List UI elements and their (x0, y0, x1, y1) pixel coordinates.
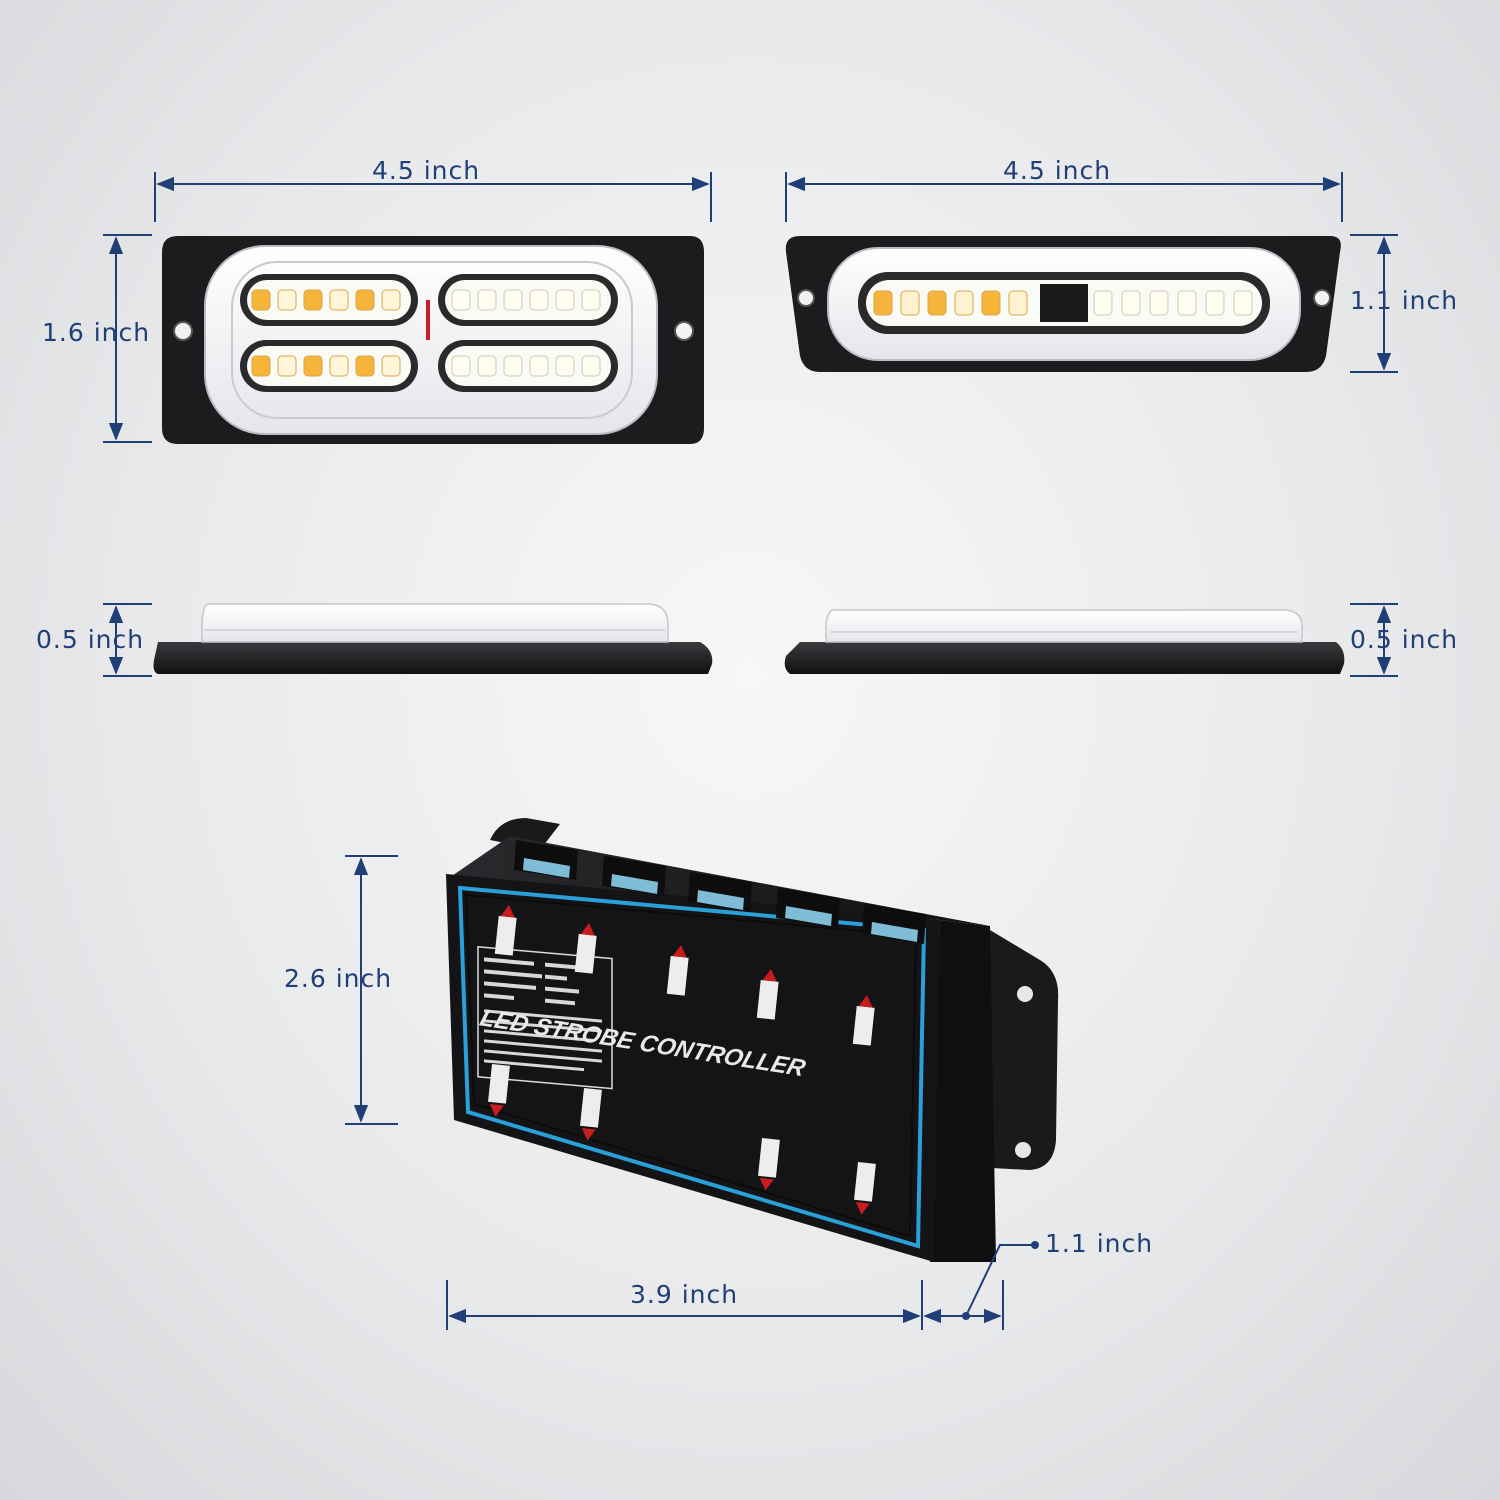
led-chip (329, 355, 349, 377)
led-chip (529, 289, 549, 311)
led-chip (1205, 290, 1225, 316)
output-tag (574, 933, 597, 974)
mount-hole-icon (1015, 1142, 1031, 1158)
connector-pin-block (871, 922, 918, 942)
led-chip (1008, 290, 1028, 316)
controller-height-dimension-lines (345, 855, 398, 1125)
controller-width-label: 3.9 inch (630, 1280, 739, 1309)
spec-text-block (484, 957, 602, 1072)
led-chip (303, 355, 323, 377)
led-strobe-controller: LED STROBE CONTROLLER (446, 818, 1059, 1262)
led-chip (303, 289, 323, 311)
strobe-light-side-b (784, 609, 1345, 674)
controller-depth-label: 1.1 inch (1045, 1229, 1154, 1258)
arrow-up-icon (672, 944, 687, 958)
front-a-height-label: 1.6 inch (42, 318, 151, 347)
arrow-down-icon (855, 1201, 870, 1215)
led-chip (251, 289, 271, 311)
led-chip (381, 289, 401, 311)
led-chip (329, 289, 349, 311)
led-chip (555, 289, 575, 311)
led-chip (1149, 290, 1169, 316)
led-chip (555, 355, 575, 377)
controller-height-label: 2.6 inch (284, 964, 393, 993)
arrow-up-icon (500, 904, 515, 918)
led-chip (277, 355, 297, 377)
arrow-down-icon (489, 1103, 504, 1117)
led-chip (355, 355, 375, 377)
arrow-up-icon (858, 994, 873, 1008)
arrow-down-icon (581, 1127, 596, 1141)
side-b-dimension-lines (1350, 603, 1398, 677)
led-chip (503, 355, 523, 377)
output-tag (666, 955, 689, 996)
led-chips-b (873, 290, 1253, 316)
led-chip (1177, 290, 1197, 316)
output-tag (758, 1137, 780, 1178)
led-chip (477, 289, 497, 311)
led-chip (1093, 290, 1113, 316)
led-chip (451, 289, 471, 311)
led-chip (251, 355, 271, 377)
mount-hole-icon (674, 321, 694, 341)
led-chip (277, 289, 297, 311)
controller-width-dimension-lines (446, 1244, 1035, 1330)
side-a-dimension-lines (103, 603, 152, 677)
led-chip (581, 355, 601, 377)
mount-hole-icon (173, 321, 193, 341)
side-a-depth-label: 0.5 inch (36, 625, 145, 654)
led-chip (451, 355, 471, 377)
led-chip (1233, 290, 1253, 316)
output-labels (488, 904, 876, 1215)
output-tag (756, 979, 779, 1020)
connector-pin-block (697, 890, 744, 910)
front-a-dimension-lines (103, 172, 712, 443)
led-chip (581, 289, 601, 311)
led-chip (503, 289, 523, 311)
output-tag (494, 915, 517, 956)
connector-pin-block (523, 858, 570, 878)
strobe-light-front-b (785, 236, 1341, 372)
led-chip (1121, 290, 1141, 316)
output-tag (852, 1005, 875, 1046)
mount-hole-icon (1017, 986, 1033, 1002)
connector-ports (514, 840, 926, 944)
side-b-depth-label: 0.5 inch (1350, 625, 1459, 654)
connector-pin-block (785, 906, 832, 926)
led-chip (873, 290, 893, 316)
strobe-light-front-a (162, 236, 704, 444)
output-tag (488, 1063, 510, 1104)
led-chip (927, 290, 947, 316)
led-chips-a (251, 289, 601, 377)
front-b-height-label: 1.1 inch (1350, 286, 1459, 315)
led-chip (355, 289, 375, 311)
led-chip (381, 355, 401, 377)
pointer-dot-icon (1031, 1241, 1039, 1249)
output-tag (854, 1162, 876, 1202)
arrow-up-icon (762, 968, 777, 982)
led-chip (954, 290, 974, 316)
strobe-light-side-a (153, 603, 713, 674)
pointer-dot-icon (962, 1312, 970, 1320)
connector-pin-block (611, 874, 658, 894)
led-chip (981, 290, 1001, 316)
mount-hole-icon (1313, 289, 1331, 307)
arrow-up-icon (580, 922, 595, 936)
front-b-dimension-lines (785, 172, 1398, 373)
mount-hole-icon (797, 289, 815, 307)
output-tag (580, 1088, 602, 1128)
arrow-down-icon (759, 1177, 774, 1191)
led-chip (900, 290, 920, 316)
led-chip (477, 355, 497, 377)
led-chip (529, 355, 549, 377)
